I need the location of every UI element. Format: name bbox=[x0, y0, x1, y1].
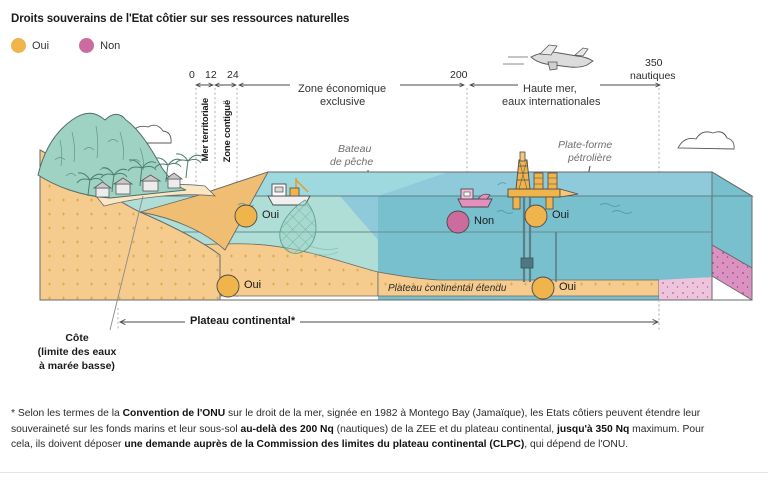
dimension-label-plateau-continental: Plateau continental* bbox=[190, 315, 296, 327]
coast-label-line2: (limite des eaux bbox=[37, 346, 117, 358]
fishing-net bbox=[279, 199, 317, 254]
coast-leader-line bbox=[109, 195, 144, 331]
legend-dot-non bbox=[79, 38, 95, 53]
water-ripple-mid bbox=[496, 210, 514, 214]
marker-dot-platform bbox=[524, 204, 548, 228]
village-houses bbox=[92, 172, 184, 198]
footnote: * Selon les termes de la Convention de l… bbox=[11, 406, 711, 453]
legend-label-oui: Oui bbox=[32, 39, 50, 52]
marker-dot-foreign bbox=[446, 210, 470, 234]
plane-icon bbox=[503, 44, 594, 71]
tick-12: 12 bbox=[205, 69, 217, 81]
tick-24: 24 bbox=[227, 69, 239, 81]
page-title: Droits souverains de l'Etat côtier sur s… bbox=[11, 13, 350, 25]
annotation-bateau-line2: de pêche bbox=[330, 156, 374, 168]
zone-label-zee-line2: exclusive bbox=[320, 96, 366, 108]
legend-item-oui: Oui bbox=[11, 38, 49, 53]
marker-label-fishing: Oui bbox=[262, 209, 280, 221]
annotation-plateforme-line2: pétrolière bbox=[568, 152, 612, 164]
footnote-d: au-delà des 200 Nq bbox=[240, 423, 334, 435]
extended-shelf-label: Plateau continental étendu bbox=[388, 283, 507, 294]
zone-label-zee-line1: Zone économique bbox=[298, 83, 387, 95]
footnote-h: une demande auprès de la Commission des … bbox=[124, 439, 525, 451]
tick-200: 200 bbox=[450, 69, 468, 81]
tick-350: 350 bbox=[645, 57, 663, 69]
footnote-f: jusqu'à 350 Nq bbox=[557, 423, 630, 435]
mountain bbox=[37, 112, 187, 199]
water-ripple-right bbox=[497, 182, 633, 214]
marker-dot-extended bbox=[531, 276, 555, 300]
marker-dot-shelf bbox=[216, 274, 240, 298]
dimension-guides-bottom bbox=[117, 300, 660, 330]
seabed-right-segment bbox=[659, 277, 712, 300]
fishing-boat-icon bbox=[267, 178, 339, 256]
marker-label-foreign: Non bbox=[474, 215, 495, 227]
annotation-plateforme-line1: Plate-forme bbox=[558, 139, 613, 151]
marker-label-extended: Oui bbox=[559, 281, 577, 293]
diagram-scene bbox=[37, 44, 754, 331]
legend: Oui Non bbox=[11, 38, 120, 53]
footnote-i: , qui dépend de l'ONU. bbox=[524, 439, 629, 451]
footnote-c: sur le droit de la mer, signée en 1982 à… bbox=[11, 408, 701, 435]
footnote-e: (nautiques) de la ZEE et du plateau cont… bbox=[333, 423, 558, 435]
marker-dot-fishing bbox=[234, 204, 258, 228]
zone-label-hautemer-line1: Haute mer, bbox=[523, 83, 577, 95]
footnote-a: * Selon les termes de la bbox=[11, 408, 123, 419]
marker-label-shelf: Oui bbox=[244, 279, 262, 291]
cloud-right bbox=[677, 131, 735, 150]
tick-0: 0 bbox=[189, 69, 195, 81]
footnote-g: maximum. Pour cela, ils doivent déposer bbox=[11, 423, 705, 451]
annotation-bateau-line1: Bateau bbox=[338, 143, 372, 155]
footnote-b: Convention de l'ONU bbox=[122, 408, 226, 419]
tick-350-unit: nautiques bbox=[630, 70, 676, 82]
coast-label-line3: à marée basse) bbox=[39, 360, 115, 372]
bottom-divider bbox=[0, 472, 768, 473]
water-transition bbox=[340, 196, 378, 240]
foreign-vessel-icon bbox=[457, 188, 493, 208]
palm-trees bbox=[76, 153, 202, 197]
zone-label-hautemer-line2: eaux internationales bbox=[502, 96, 601, 108]
marker-label-platform: Oui bbox=[552, 209, 570, 221]
legend-item-non: Non bbox=[79, 38, 120, 53]
legend-label-non: Non bbox=[100, 39, 121, 52]
water-right-segment bbox=[659, 196, 712, 300]
coast-label-line1: Côte bbox=[65, 332, 89, 344]
legend-dot-oui bbox=[11, 38, 26, 53]
oil-platform-icon bbox=[507, 151, 579, 282]
